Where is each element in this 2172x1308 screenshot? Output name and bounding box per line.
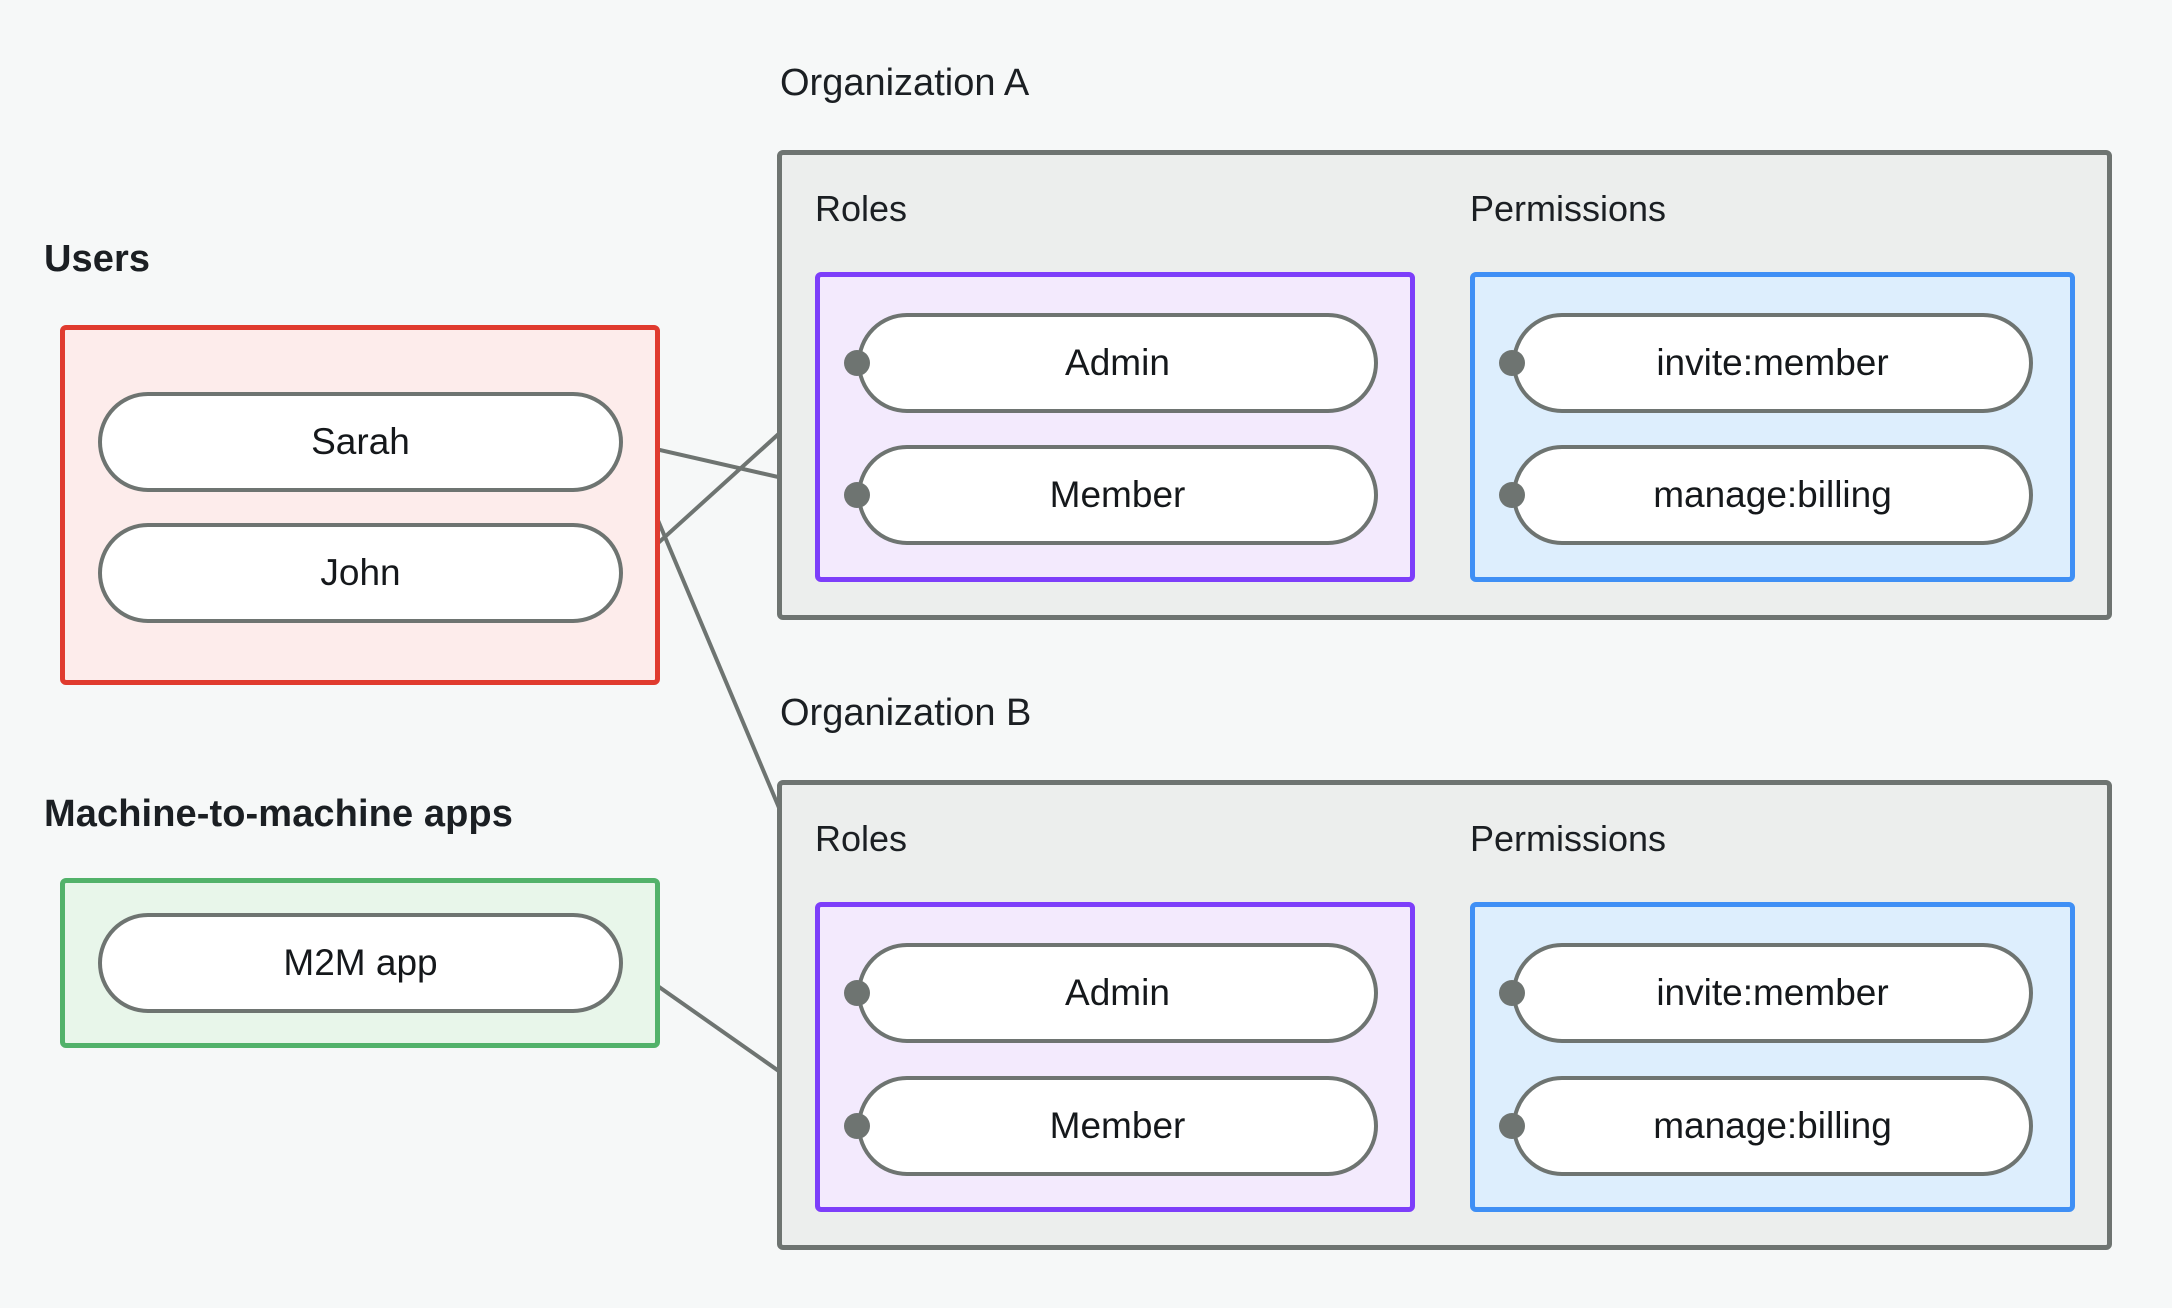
organization-b-permissions-label: Permissions	[1470, 818, 1667, 859]
node-orgA-perm-invite-member[interactable]: invite:member	[1512, 313, 2033, 413]
node-orgA-role-admin-label: Admin	[1065, 342, 1170, 383]
node-orgA-perm-invite-member-label: invite:member	[1656, 342, 1889, 383]
m2m-group-title: Machine-to-machine apps	[44, 793, 513, 835]
organization-a-roles-label: Roles	[815, 188, 908, 229]
users-group-title: Users	[44, 238, 151, 280]
node-orgB-perm-invite-member-label: invite:member	[1656, 972, 1889, 1013]
node-orgB-role-admin-label: Admin	[1065, 972, 1170, 1013]
node-orgB-perm-invite-member[interactable]: invite:member	[1512, 943, 2033, 1043]
node-orgA-perm-manage-billing[interactable]: manage:billing	[1512, 445, 2033, 545]
node-user-sarah[interactable]: Sarah	[98, 392, 623, 492]
node-orgB-perm-manage-billing-label: manage:billing	[1653, 1105, 1892, 1146]
node-m2m-app-label: M2M app	[283, 942, 438, 983]
node-orgB-role-member-label: Member	[1049, 1105, 1186, 1146]
organization-a-permissions-label: Permissions	[1470, 188, 1667, 229]
users-panel	[60, 325, 660, 685]
node-user-john-label: John	[320, 552, 401, 593]
organization-a-title: Organization A	[780, 62, 1030, 104]
node-orgB-role-admin[interactable]: Admin	[857, 943, 1378, 1043]
node-user-john[interactable]: John	[98, 523, 623, 623]
node-orgB-role-member[interactable]: Member	[857, 1076, 1378, 1176]
organization-b-title: Organization B	[780, 692, 1032, 734]
organization-b-roles-label: Roles	[815, 818, 908, 859]
node-orgA-role-member[interactable]: Member	[857, 445, 1378, 545]
node-orgA-role-admin[interactable]: Admin	[857, 313, 1378, 413]
node-user-sarah-label: Sarah	[311, 421, 410, 462]
node-orgA-perm-manage-billing-label: manage:billing	[1653, 474, 1892, 515]
node-orgB-perm-manage-billing[interactable]: manage:billing	[1512, 1076, 2033, 1176]
node-orgA-role-member-label: Member	[1049, 474, 1186, 515]
node-m2m-app[interactable]: M2M app	[98, 913, 623, 1013]
